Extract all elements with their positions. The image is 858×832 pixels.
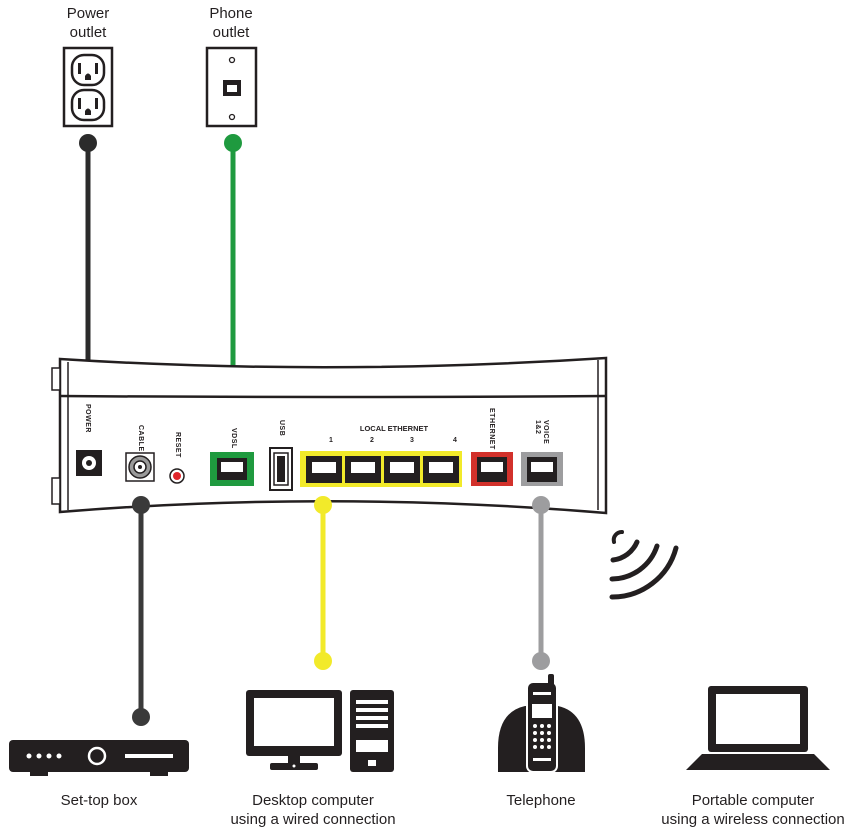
lan-port-1-label: 1 [329, 437, 333, 444]
ethernet-cable [314, 496, 332, 670]
phone-outlet-icon [205, 46, 258, 128]
reset-port-label: RESET [174, 432, 181, 458]
lan-port-3-label: 3 [410, 437, 414, 444]
telephone-label: Telephone [506, 792, 576, 809]
lan-port-4-label: 4 [453, 437, 457, 444]
coax-cable [132, 496, 150, 726]
local-ethernet-ports [300, 451, 462, 487]
voice-port [521, 452, 563, 486]
lan-port-2-label: 2 [370, 437, 374, 444]
voice-cable [532, 496, 550, 670]
set-top-box-label: Set-top box [60, 792, 138, 809]
local-ethernet-label: LOCAL ETHERNET [359, 424, 429, 433]
power-port-label: POWER [84, 404, 91, 433]
desktop-computer-icon [246, 690, 394, 772]
lan-port-2 [345, 456, 381, 483]
power-jack [76, 450, 102, 476]
cable-coax-port [125, 452, 155, 482]
cable-port-label: CABLE [137, 425, 144, 452]
vdsl-port-label: VDSL [230, 428, 237, 449]
lan-port-1 [306, 456, 342, 483]
laptop-icon [686, 686, 830, 770]
set-top-box-icon [9, 740, 189, 776]
telephone-icon [498, 674, 585, 773]
ethernet-port-label: ETHERNET [488, 408, 495, 450]
usb-port [269, 447, 293, 491]
router-body [51, 356, 608, 515]
vdsl-port [210, 452, 254, 486]
reset-button-icon [169, 468, 185, 484]
lan-port-4 [423, 456, 459, 483]
ethernet-port [471, 452, 513, 486]
lan-port-3 [384, 456, 420, 483]
power-outlet-icon [62, 46, 114, 128]
phone-cable [224, 134, 242, 399]
usb-port-label: USB [278, 420, 285, 437]
wireless-signal-icon [609, 530, 679, 600]
